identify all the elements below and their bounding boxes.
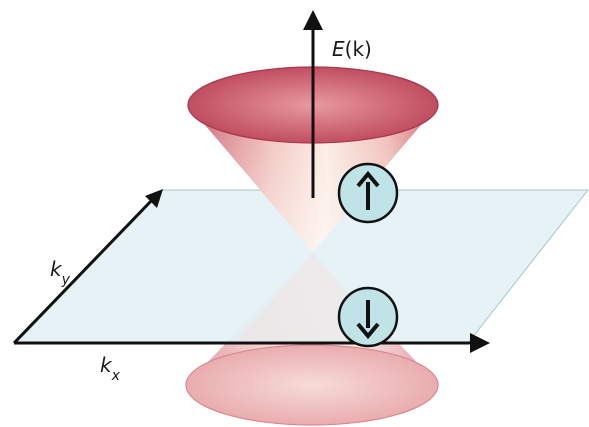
ky-axis — [12, 189, 163, 345]
spin-up-icon — [337, 162, 399, 224]
kx-axis — [14, 333, 490, 353]
energy-axis — [303, 10, 323, 198]
kx-axis-label: kx — [100, 353, 121, 384]
ky-axis-label: ky — [50, 257, 71, 288]
energy-axis-label: E(k) — [332, 37, 372, 61]
spin-down-icon — [337, 286, 399, 348]
